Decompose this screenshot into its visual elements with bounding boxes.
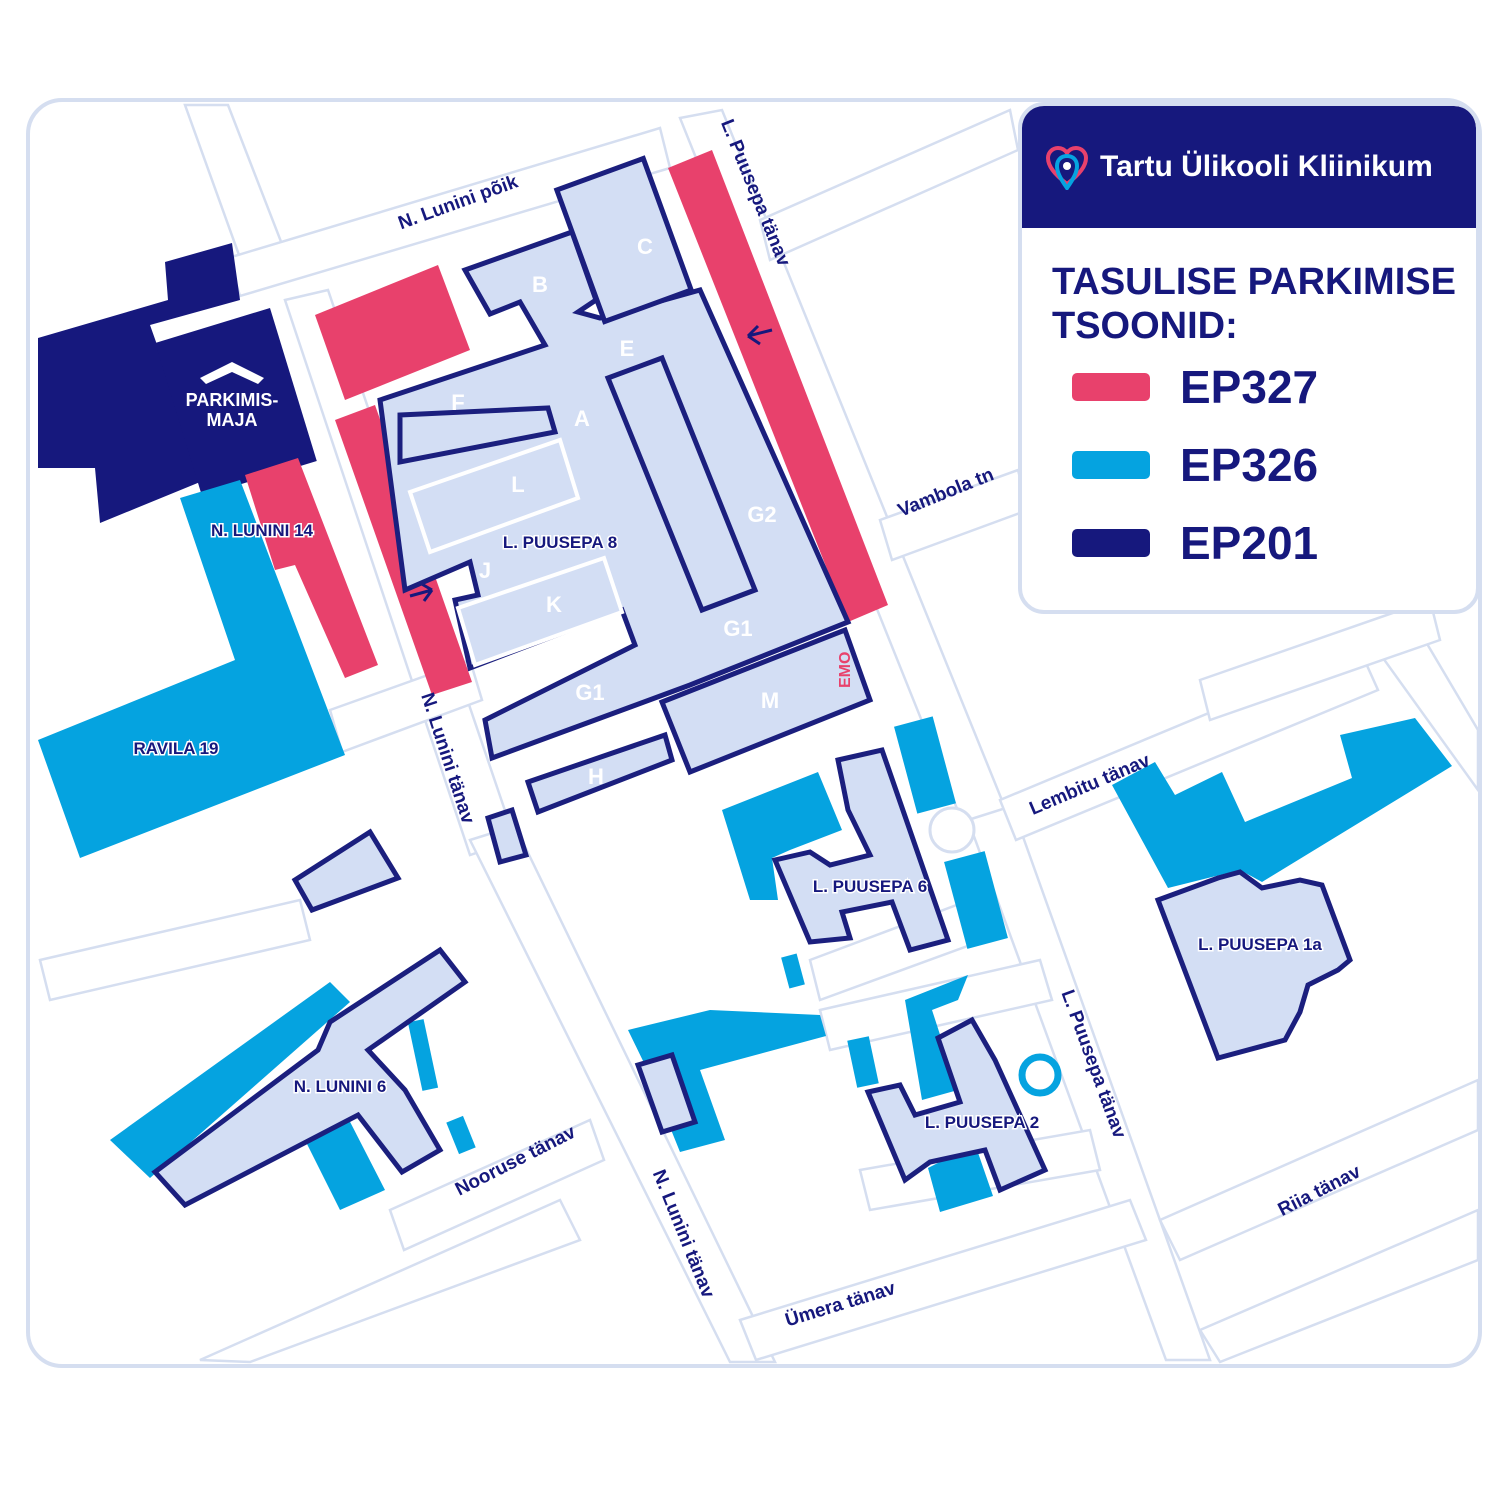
legend-code-ep326: EP326 (1180, 439, 1319, 491)
wing-f: F (451, 390, 464, 415)
heart-pin-logo-icon (1045, 145, 1089, 190)
building-puusepa-6 (771, 747, 952, 953)
building-puusepa-1a (1154, 869, 1353, 1062)
label-puusepa-8: L. PUUSEPA 8 (503, 533, 617, 552)
wing-l: L (511, 472, 524, 497)
label-lunini-14: N. LUNINI 14 (211, 521, 314, 540)
label-puusepa-6: L. PUUSEPA 6 (813, 877, 927, 896)
wing-e: E (620, 336, 635, 361)
label-ravila-19: RAVILA 19 (133, 739, 218, 758)
brand-name: Tartu Ülikooli Kliinikum (1100, 150, 1433, 183)
parking-house-label-2: MAJA (206, 410, 257, 430)
label-lunini-6: N. LUNINI 6 (294, 1077, 387, 1096)
building-puusepa-8 (377, 155, 874, 816)
building-puusepa-2 (864, 1016, 1049, 1194)
swatch-ep326 (1072, 451, 1150, 479)
wing-a: A (574, 406, 590, 431)
parking-house-building (155, 307, 317, 497)
wing-k: K (546, 592, 562, 617)
legend-title: TASULISE PARKIMISE TSOONID: (1052, 261, 1456, 347)
legend-row-ep326: EP326 (1072, 426, 1476, 504)
wing-c: C (637, 234, 653, 259)
legend-row-ep327: EP327 (1072, 348, 1476, 426)
label-puusepa-1a: L. PUUSEPA 1a (1198, 935, 1322, 954)
building-small-1 (484, 806, 530, 866)
legend-panel: Tartu Ülikooli Kliinikum TASULISE PARKIM… (1018, 102, 1480, 614)
label-emo: EMO (837, 652, 854, 688)
wing-j: J (479, 558, 491, 583)
zone-ep326-areas (38, 480, 1452, 1212)
wing-m: M (761, 688, 779, 713)
label-puusepa-2: L. PUUSEPA 2 (925, 1113, 1039, 1132)
wing-g1-right: G1 (723, 616, 752, 641)
building-lunini-6 (151, 946, 469, 1209)
wing-h: H (588, 764, 604, 789)
parking-house-chevron-up-icon (200, 362, 264, 384)
street-network (38, 103, 1480, 1364)
legend-code-ep327: EP327 (1180, 361, 1319, 413)
brand-header: Tartu Ülikooli Kliinikum (1022, 106, 1476, 228)
building-small-3 (634, 1051, 699, 1136)
parking-house-label-1: PARKIMIS- (186, 390, 279, 410)
legend-row-ep201: EP201 (1072, 504, 1476, 582)
swatch-ep201 (1072, 529, 1150, 557)
building-small-2 (291, 828, 402, 914)
wing-g1-left: G1 (575, 680, 604, 705)
swatch-ep327 (1072, 373, 1150, 401)
wing-g2: G2 (747, 502, 776, 527)
legend-code-ep201: EP201 (1180, 517, 1319, 569)
direction-arrow-icon (746, 324, 773, 346)
wing-b: B (532, 272, 548, 297)
